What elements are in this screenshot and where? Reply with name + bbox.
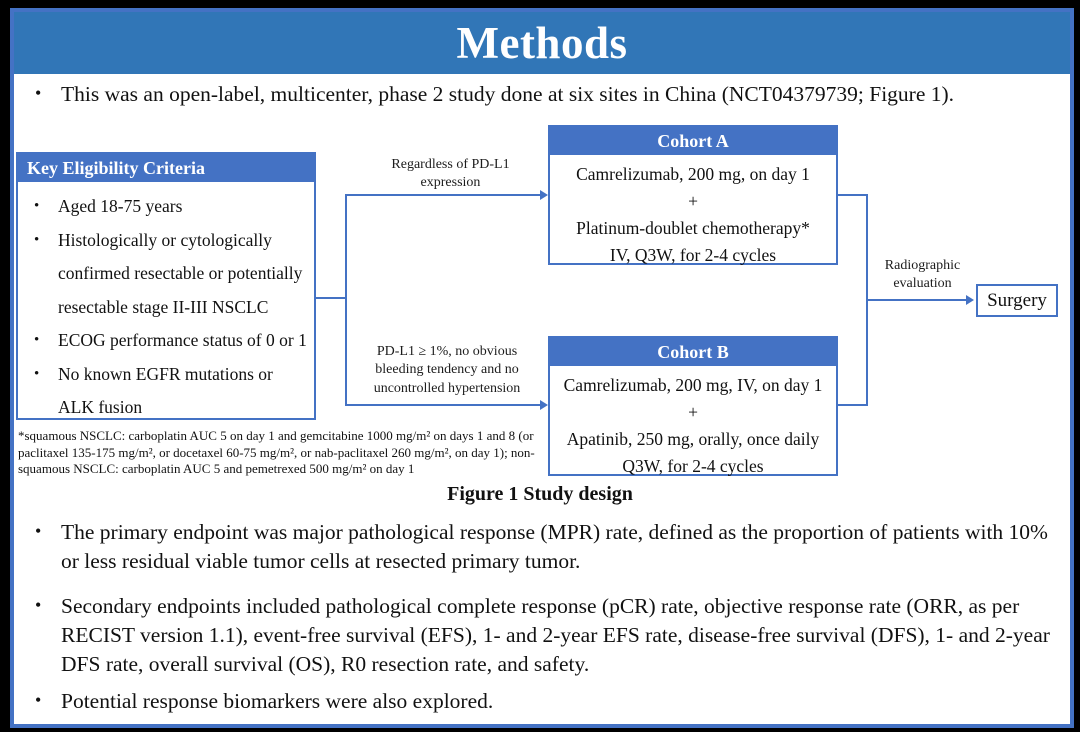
cohort-b-line: Apatinib, 250 mg, orally, once daily (566, 429, 820, 449)
eligibility-list: • Aged 18-75 years • Histologically or c… (18, 182, 314, 425)
bullet-marker: • (35, 521, 42, 541)
branch-top-label: Regardless of PD-L1 expression (391, 157, 510, 191)
bullet-marker: • (34, 198, 40, 214)
list-item: • Aged 18-75 years (24, 190, 310, 224)
cohort-a-header: Cohort A (550, 127, 836, 155)
cohort-a-body: Camrelizumab, 200 mg, on day 1 + Platinu… (550, 155, 836, 269)
cohort-a-line: Platinum-doublet chemotherapy* (576, 218, 810, 238)
cohort-a-box: Cohort A Camrelizumab, 200 mg, on day 1 … (548, 125, 838, 265)
cohort-b-line: + (688, 402, 698, 422)
list-item: • Histologically or cytologically confir… (24, 224, 310, 325)
slide-title-bar: Methods (14, 12, 1070, 74)
bullet-marker: • (34, 332, 40, 348)
cohort-b-body: Camrelizumab, 200 mg, IV, on day 1 + Apa… (550, 366, 836, 480)
radiographic-evaluation-label: Radiographic evaluation (884, 258, 961, 292)
cohort-a-line: IV, Q3W, for 2-4 cycles (609, 245, 777, 265)
bullet-marker: • (35, 690, 42, 710)
figure-footnote: *squamous NSCLC: carboplatin AUC 5 on da… (18, 428, 535, 476)
connector-line-cohort-b-out (838, 404, 868, 406)
connector-line-branch-vertical (345, 194, 347, 406)
eligibility-item-text: ECOG performance status of 0 or 1 (58, 330, 307, 350)
cohort-a-line: + (688, 191, 698, 211)
cohort-b-box: Cohort B Camrelizumab, 200 mg, IV, on da… (548, 336, 838, 476)
connector-line-cohort-a-out (838, 194, 868, 196)
primary-endpoint-text: The primary endpoint was major pathologi… (61, 520, 1048, 573)
bullet-marker: • (35, 595, 42, 615)
secondary-endpoints-bullet: • Secondary endpoints included pathologi… (28, 592, 1056, 679)
arrowhead-icon-surgery (966, 295, 974, 305)
surgery-box: Surgery (976, 284, 1058, 317)
primary-endpoint-bullet: • The primary endpoint was major patholo… (28, 518, 1056, 576)
bullet-marker: • (35, 83, 42, 103)
cohort-b-line: Q3W, for 2-4 cycles (622, 456, 764, 476)
bullet-marker: • (34, 365, 40, 382)
eligibility-box: Key Eligibility Criteria • Aged 18-75 ye… (16, 152, 316, 420)
connector-line-stem (314, 297, 345, 299)
bullet-marker: • (34, 231, 40, 248)
arrowhead-icon-cohort-b (540, 400, 548, 410)
branch-bottom-label: PD-L1 ≥ 1%, no obvious bleeding tendency… (373, 344, 521, 396)
intro-bullet-text: This was an open-label, multicenter, pha… (61, 82, 955, 106)
connector-line-to-cohort-b (345, 404, 541, 406)
intro-bullet: • This was an open-label, multicenter, p… (28, 80, 1058, 109)
biomarkers-text: Potential response biomarkers were also … (61, 689, 494, 713)
list-item: • No known EGFR mutations or ALK fusion (24, 358, 310, 425)
cohort-b-header: Cohort B (550, 338, 836, 366)
cohort-a-line: Camrelizumab, 200 mg, on day 1 (576, 164, 810, 184)
page-title: Methods (456, 18, 628, 68)
biomarkers-bullet: • Potential response biomarkers were als… (28, 687, 1056, 716)
connector-line-to-surgery (866, 299, 967, 301)
figure-caption: Figure 1 Study design (447, 483, 633, 505)
list-item: • ECOG performance status of 0 or 1 (24, 324, 310, 358)
connector-line-to-cohort-a (345, 194, 541, 196)
secondary-endpoints-text: Secondary endpoints included pathologica… (61, 594, 1050, 676)
cohort-b-line: Camrelizumab, 200 mg, IV, on day 1 (563, 375, 823, 395)
eligibility-item-text: Aged 18-75 years (58, 196, 183, 216)
eligibility-item-text: Histologically or cytologically confirme… (58, 229, 303, 317)
eligibility-item-text: No known EGFR mutations or ALK fusion (58, 363, 273, 418)
eligibility-header: Key Eligibility Criteria (18, 154, 314, 182)
arrowhead-icon-cohort-a (540, 190, 548, 200)
